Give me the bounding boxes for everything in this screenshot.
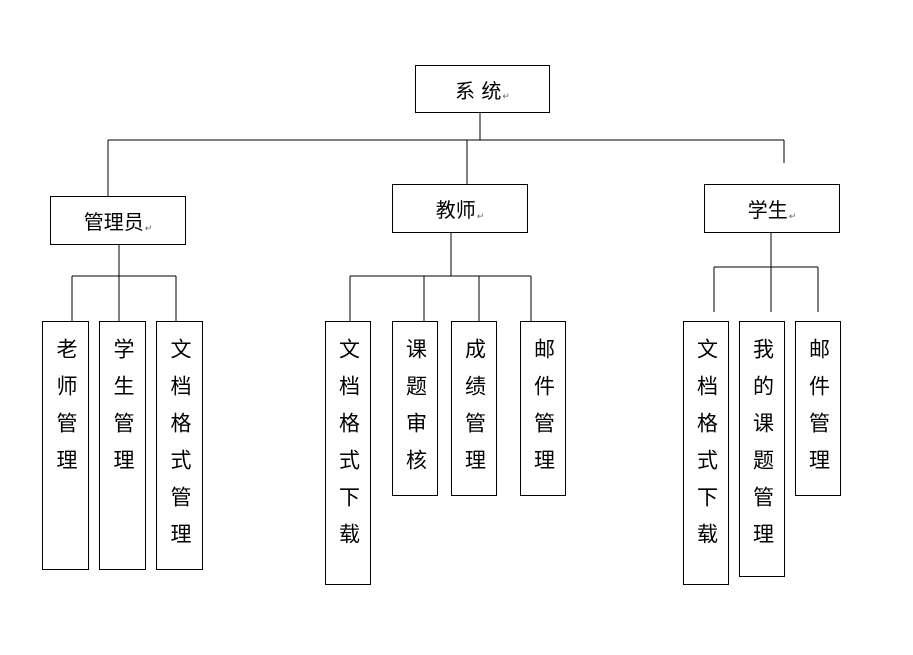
node-admin-label: 管理员	[83, 210, 144, 234]
leaf-grade-management: 成绩管理	[451, 321, 497, 496]
leaf-label: 老师管理	[54, 338, 78, 486]
paragraph-mark: ↵	[476, 212, 485, 222]
leaf-topic-review: 课题审核	[392, 321, 438, 496]
leaf-teacher-management: 老师管理	[42, 321, 89, 570]
leaf-mail-management: 邮件管理	[795, 321, 841, 496]
node-teacher-label: 教师	[435, 198, 476, 222]
leaf-doc-format-download: 文档格式下载	[683, 321, 729, 585]
leaf-label: 课题审核	[403, 338, 428, 486]
leaf-label: 邮件管理	[806, 338, 831, 486]
leaf-label: 文档格式下载	[694, 338, 719, 560]
leaf-doc-format-management: 文档格式管理	[156, 321, 203, 570]
node-student-label: 学生	[747, 198, 788, 222]
leaf-label: 学生管理	[111, 338, 135, 486]
leaf-my-topic-management: 我的课题管理	[739, 321, 785, 577]
leaf-label: 文档格式管理	[168, 338, 192, 560]
paragraph-mark: ↵	[502, 92, 510, 102]
paragraph-mark: ↵	[144, 224, 153, 234]
leaf-label: 成绩管理	[462, 338, 487, 486]
root-node: 系 统↵	[415, 65, 550, 113]
leaf-label: 我的课题管理	[750, 338, 775, 560]
node-admin: 管理员↵	[50, 196, 186, 245]
leaf-doc-format-download: 文档格式下载	[325, 321, 371, 585]
node-teacher: 教师↵	[392, 184, 528, 233]
paragraph-mark: ↵	[788, 212, 797, 222]
leaf-label: 邮件管理	[531, 338, 556, 486]
leaf-label: 文档格式下载	[336, 338, 361, 560]
node-student: 学生↵	[704, 184, 840, 233]
leaf-student-management: 学生管理	[99, 321, 146, 570]
leaf-mail-management: 邮件管理	[520, 321, 566, 496]
root-label: 系 统	[455, 78, 502, 103]
